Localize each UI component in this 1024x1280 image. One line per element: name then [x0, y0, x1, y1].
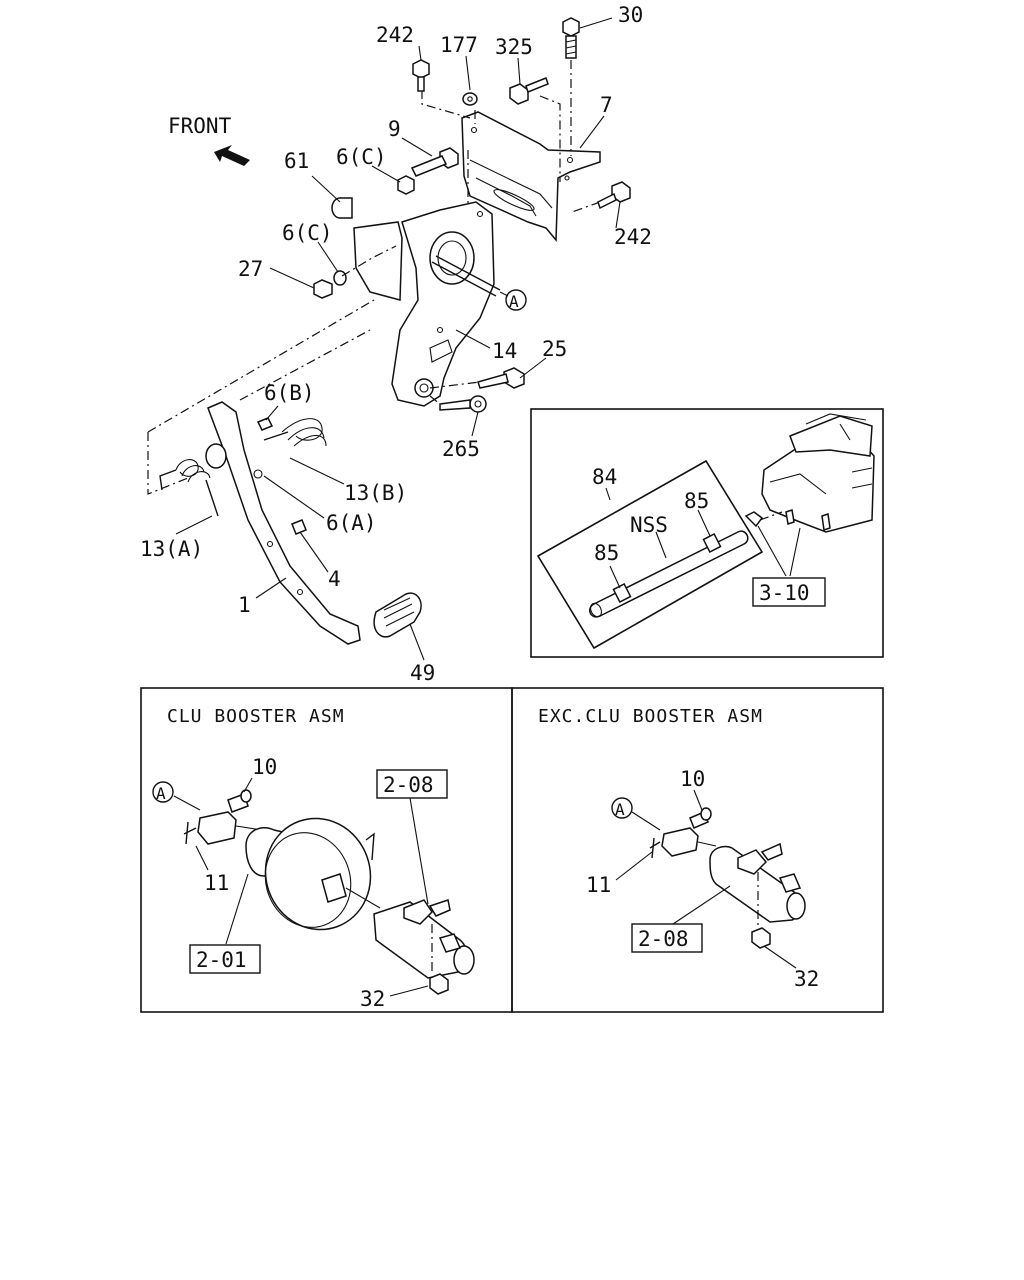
clu-booster-panel: CLU BOOSTER ASM A [140, 687, 513, 1013]
label-6c-top: 6(C) [336, 145, 387, 169]
exc-ref-box-2-08 [631, 923, 703, 953]
label-6c-left: 6(C) [282, 221, 333, 245]
bolt-30 [562, 17, 580, 59]
exc-nut-32 [751, 927, 771, 949]
front-arrow-icon [214, 145, 250, 166]
ref-box-3-10 [752, 577, 826, 607]
bushing-61 [331, 197, 353, 219]
label-6b: 6(B) [264, 381, 315, 405]
label-30: 30 [618, 3, 643, 27]
spring-13b [263, 418, 327, 447]
clu-ref-box-2-01 [189, 944, 261, 974]
exc-callout-a-label: A [615, 800, 625, 819]
reservoir-tank [744, 413, 875, 533]
exc-label-2-08: 2-08 [638, 927, 689, 951]
exc-label-10: 10 [680, 767, 705, 791]
label-84: 84 [592, 465, 617, 489]
exc-label-11: 11 [586, 873, 611, 897]
label-61: 61 [284, 149, 309, 173]
bolt-9 [410, 147, 459, 177]
label-13b: 13(B) [344, 481, 407, 505]
label-265: 265 [442, 437, 480, 461]
pedal-arm-1 [205, 401, 361, 645]
label-7: 7 [600, 93, 613, 117]
label-13a: 13(A) [140, 537, 203, 561]
clu-label-10: 10 [252, 755, 277, 779]
washer-177 [462, 92, 478, 106]
pedal-pad-49 [373, 592, 422, 638]
label-1: 1 [238, 593, 251, 617]
clu-label-2-08: 2-08 [383, 773, 434, 797]
label-85-left: 85 [594, 541, 619, 565]
hose-nss [589, 530, 749, 618]
exc-booster-title: EXC.CLU BOOSTER ASM [538, 706, 763, 727]
nut-265 [439, 395, 487, 413]
spring-13a [159, 459, 219, 517]
label-242-top: 242 [376, 23, 414, 47]
label-27: 27 [238, 257, 263, 281]
clu-callout-a-marker [152, 781, 174, 803]
label-3-10: 3-10 [759, 581, 810, 605]
clu-booster [245, 817, 381, 931]
clip-4 [291, 519, 307, 535]
label-25: 25 [542, 337, 567, 361]
label-177: 177 [440, 33, 478, 57]
label-6a: 6(A) [326, 511, 377, 535]
front-label: FRONT [168, 114, 232, 138]
reservoir-panel: 84 85 NSS 85 3-10 [530, 408, 884, 658]
label-9: 9 [388, 117, 401, 141]
nut-27 [313, 279, 333, 299]
washer-6c-left [333, 270, 347, 286]
main-assembly: FRONT [140, 3, 652, 685]
exc-clu-booster-panel: EXC.CLU BOOSTER ASM A [511, 687, 884, 1013]
label-nss: NSS [630, 513, 668, 537]
clip-6b [256, 417, 274, 431]
clu-ref-box-2-08 [376, 769, 448, 799]
exc-callout-a-marker [611, 797, 633, 819]
clu-pin-10 [227, 789, 252, 813]
label-14: 14 [492, 339, 517, 363]
bolt-325 [509, 77, 549, 105]
label-49: 49 [410, 661, 435, 685]
upper-bracket-7 [461, 111, 601, 242]
callout-a-label: A [509, 292, 519, 311]
label-4: 4 [328, 567, 341, 591]
exc-master-cylinder [709, 842, 806, 923]
label-85-top: 85 [684, 489, 709, 513]
pedal-bracket-14 [353, 201, 495, 407]
bolt-25 [477, 367, 525, 389]
clu-label-2-01: 2-01 [196, 948, 247, 972]
bolt-242-right [597, 181, 631, 210]
clu-master-cylinder [373, 899, 475, 979]
clu-label-11: 11 [204, 871, 229, 895]
label-325: 325 [495, 35, 533, 59]
exc-clevis [649, 827, 717, 859]
clu-booster-title: CLU BOOSTER ASM [167, 706, 345, 727]
exc-pin-10 [689, 807, 712, 829]
label-242-right: 242 [614, 225, 652, 249]
bolt-242-top [412, 59, 430, 92]
clu-label-32: 32 [360, 987, 385, 1011]
clu-nut-32 [429, 973, 449, 995]
exc-label-32: 32 [794, 967, 819, 991]
callout-a-marker [505, 289, 527, 311]
nut-6c-top [397, 175, 415, 195]
clu-callout-a-label: A [156, 784, 166, 803]
clu-clevis [183, 811, 263, 845]
